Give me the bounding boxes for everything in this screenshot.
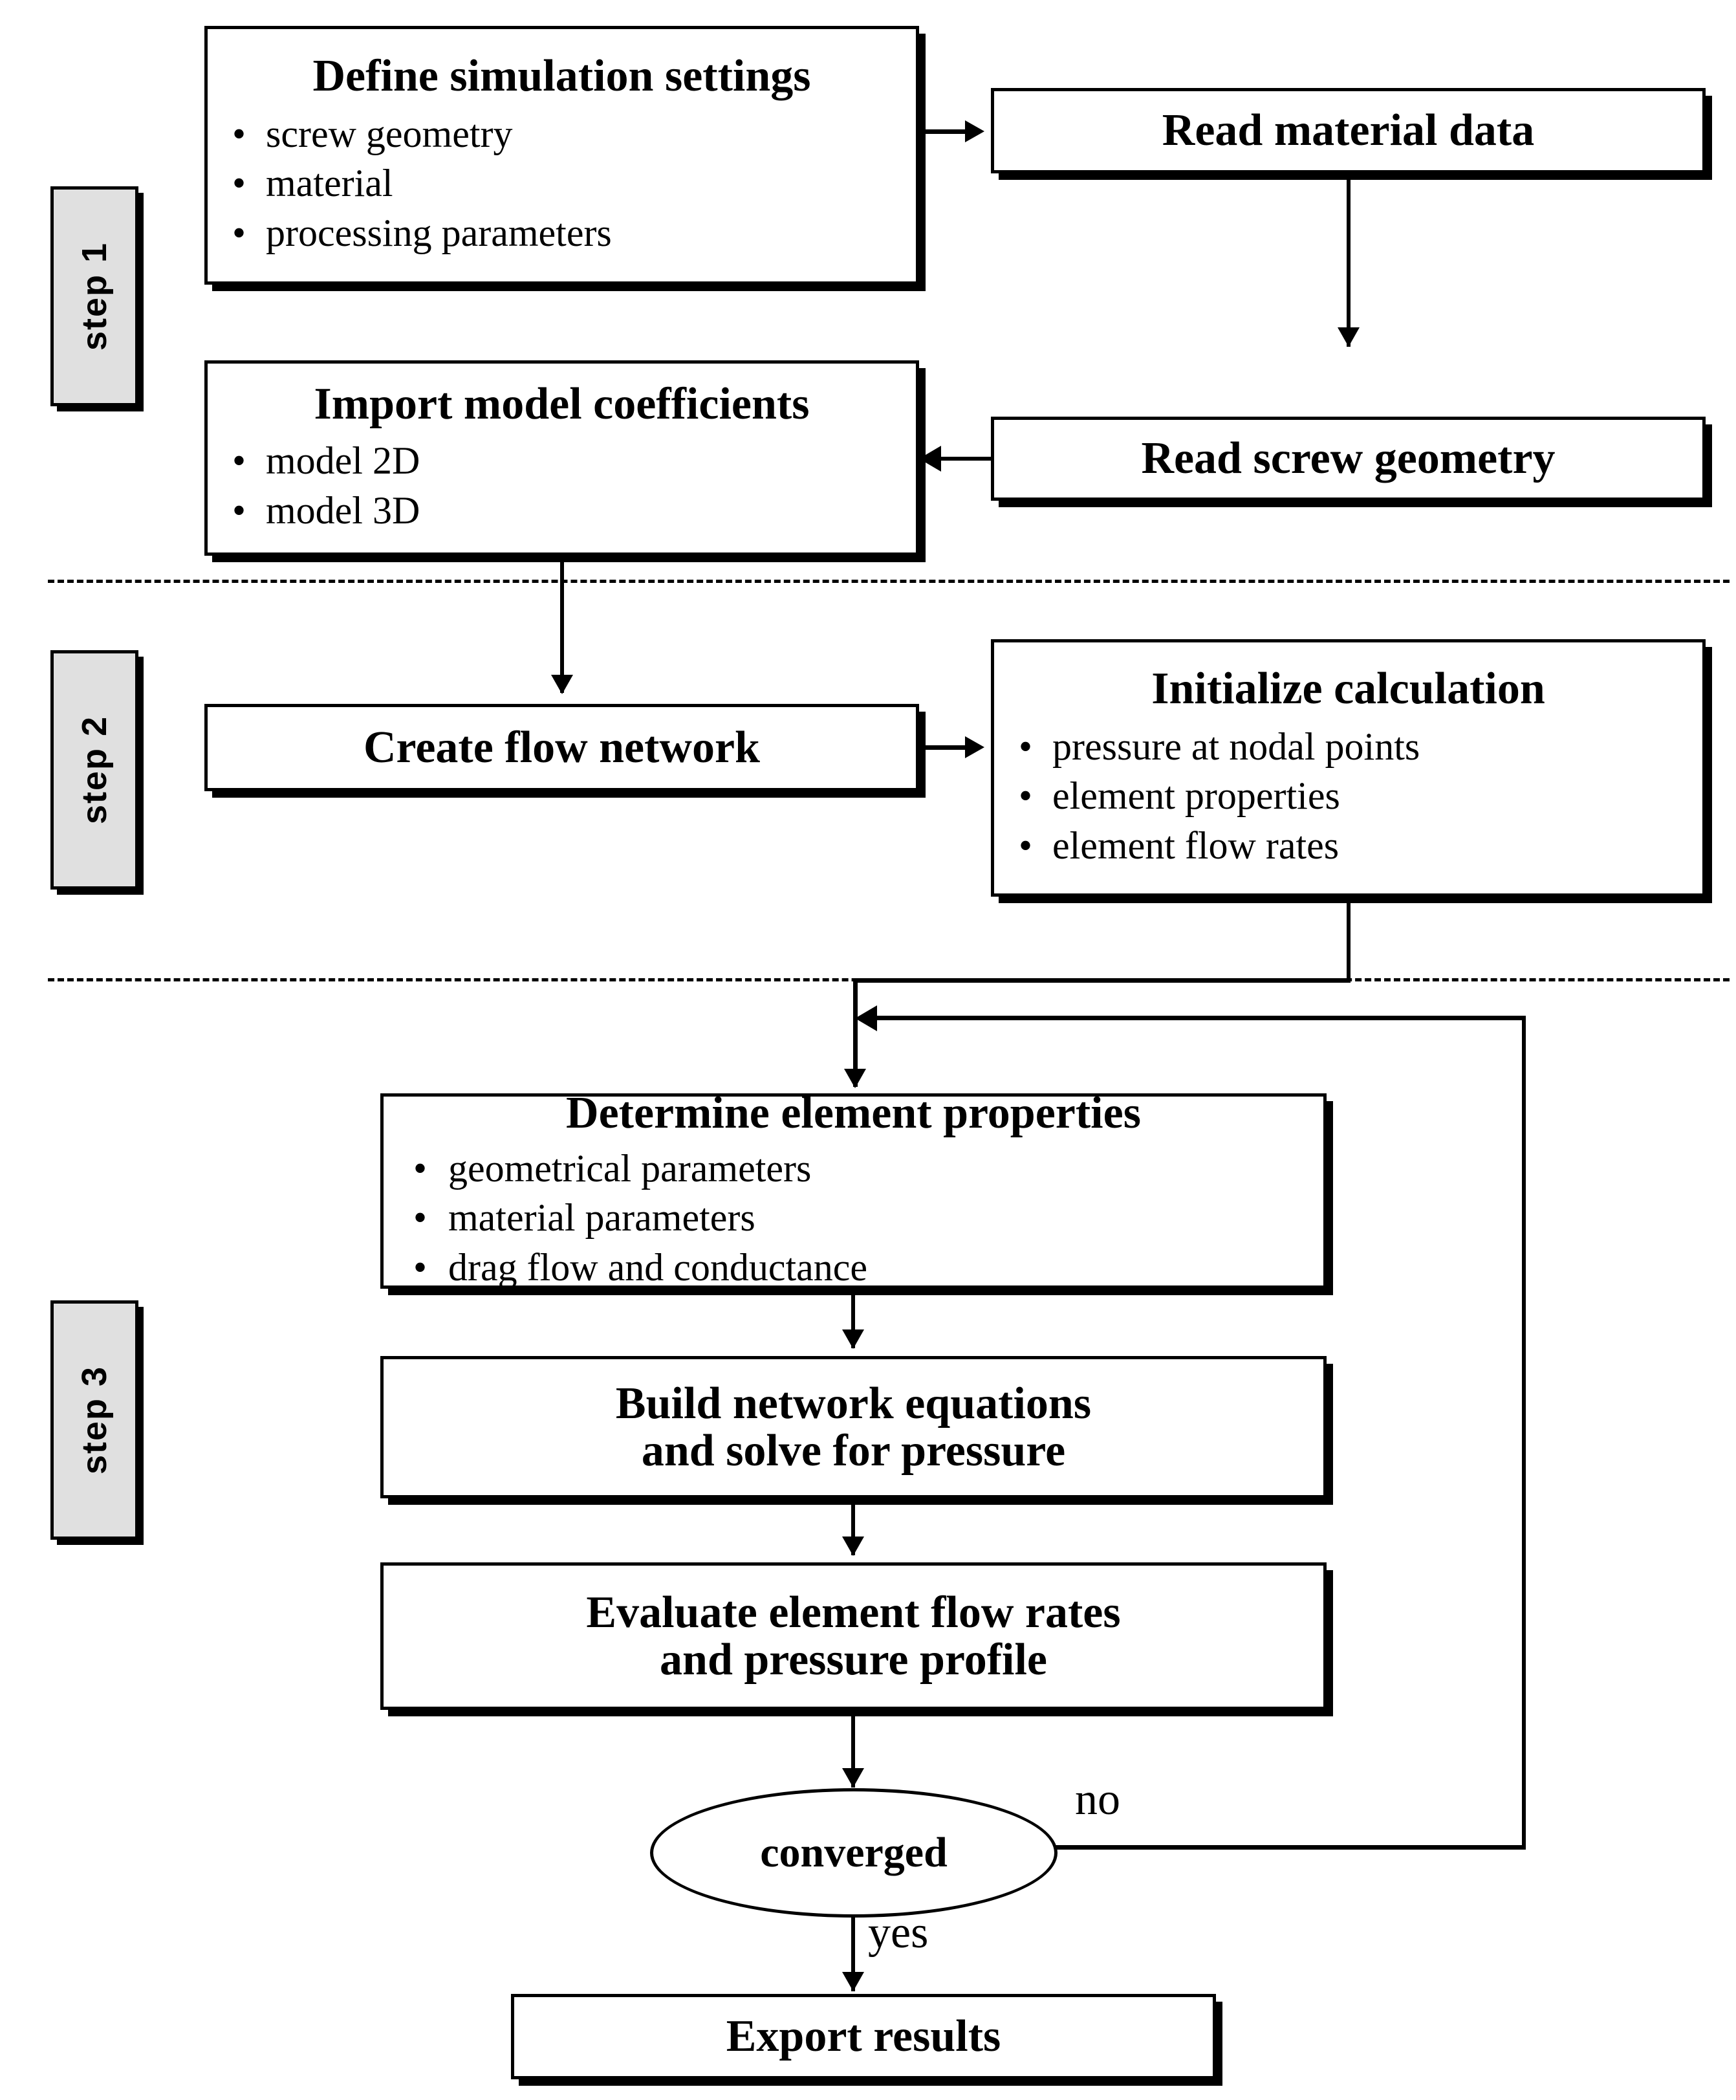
arrowhead-down-icon bbox=[842, 1537, 864, 1556]
list-item-label: material parameters bbox=[448, 1196, 755, 1240]
node-title: Initialize calculation bbox=[1151, 664, 1545, 714]
list-item: • element properties bbox=[1019, 771, 1686, 821]
arrowhead-down-icon bbox=[551, 675, 573, 694]
node-title-line1: Build network equations bbox=[615, 1378, 1092, 1428]
list-item-label: screw geometry bbox=[266, 112, 513, 155]
node-define-simulation-settings[interactable]: Define simulation settings • screw geome… bbox=[204, 26, 919, 285]
step-marker-2: step 2 bbox=[50, 650, 138, 890]
edge-network-to-initialize bbox=[919, 745, 971, 750]
edge-settings-to-material bbox=[919, 129, 971, 134]
list-item: • screw geometry bbox=[232, 109, 899, 159]
list-item-label: element flow rates bbox=[1052, 824, 1340, 868]
node-bullet-list: • screw geometry • material • processing… bbox=[224, 109, 899, 258]
bullet-icon: • bbox=[232, 112, 246, 155]
step-marker-2-label: step 2 bbox=[75, 715, 114, 825]
list-item: • geometrical parameters bbox=[413, 1144, 1304, 1194]
list-item: • drag flow and conductance bbox=[413, 1243, 1304, 1293]
arrowhead-down-icon bbox=[844, 1069, 866, 1088]
node-evaluate-flow-rates[interactable]: Evaluate element flow rates and pressure… bbox=[380, 1562, 1327, 1710]
step-marker-1-label: step 1 bbox=[75, 241, 114, 351]
list-item: • material parameters bbox=[413, 1193, 1304, 1243]
list-item-label: processing parameters bbox=[266, 212, 612, 255]
node-title: Define simulation settings bbox=[312, 51, 811, 102]
bullet-icon: • bbox=[232, 212, 246, 255]
node-read-screw-geometry[interactable]: Read screw geometry bbox=[991, 417, 1706, 501]
node-bullet-list: • pressure at nodal points • element pro… bbox=[1011, 722, 1686, 871]
edge-converged-yes bbox=[851, 1915, 855, 1991]
arrowhead-right-icon bbox=[965, 120, 984, 142]
node-import-model-coefficients[interactable]: Import model coefficients • model 2D • m… bbox=[204, 360, 919, 556]
edge-initialize-left bbox=[853, 978, 1351, 983]
bullet-icon: • bbox=[232, 162, 246, 205]
edge-import-to-network bbox=[560, 556, 564, 693]
list-item: • model 2D bbox=[232, 436, 899, 486]
arrowhead-left-icon bbox=[919, 446, 941, 472]
bullet-icon: • bbox=[1019, 725, 1033, 768]
list-item-label: element properties bbox=[1052, 774, 1340, 818]
arrowhead-left-icon bbox=[855, 1005, 877, 1031]
node-converged-decision[interactable]: converged bbox=[650, 1788, 1058, 1918]
node-bullet-list: • model 2D • model 3D bbox=[224, 436, 899, 536]
list-item-label: model 2D bbox=[266, 439, 420, 482]
list-item: • material bbox=[232, 159, 899, 208]
bullet-icon: • bbox=[232, 488, 246, 532]
arrowhead-down-icon bbox=[1338, 327, 1360, 347]
edge-no-return-horizontal bbox=[877, 1016, 1525, 1020]
arrowhead-down-icon bbox=[842, 1329, 864, 1349]
edge-evaluate-to-converged bbox=[851, 1710, 855, 1788]
bullet-icon: • bbox=[1019, 774, 1033, 818]
node-determine-element-properties[interactable]: Determine element properties • geometric… bbox=[380, 1089, 1327, 1289]
node-build-network-equations[interactable]: Build network equations and solve for pr… bbox=[380, 1356, 1327, 1498]
list-item: • model 3D bbox=[232, 486, 899, 536]
node-title: Read screw geometry bbox=[1141, 433, 1556, 484]
step-marker-3-label: step 3 bbox=[75, 1365, 114, 1475]
list-item-label: material bbox=[266, 162, 393, 205]
edge-screw-to-import bbox=[941, 457, 993, 461]
arrowhead-right-icon bbox=[965, 736, 984, 758]
node-export-results[interactable]: Export results bbox=[511, 1994, 1216, 2079]
step-marker-3: step 3 bbox=[50, 1300, 138, 1540]
list-item-label: model 3D bbox=[266, 488, 420, 532]
node-bullet-list: • geometrical parameters • material para… bbox=[403, 1144, 1304, 1293]
divider-step1-step2 bbox=[48, 580, 1730, 583]
node-title: Create flow network bbox=[363, 722, 760, 772]
edge-label-yes: yes bbox=[868, 1908, 929, 1958]
list-item: • element flow rates bbox=[1019, 821, 1686, 871]
converged-label: converged bbox=[760, 1829, 948, 1876]
node-title: Export results bbox=[726, 2011, 1001, 2062]
list-item: • pressure at nodal points bbox=[1019, 722, 1686, 772]
list-item-label: drag flow and conductance bbox=[448, 1246, 868, 1289]
bullet-icon: • bbox=[413, 1196, 428, 1240]
edge-build-to-evaluate bbox=[851, 1498, 855, 1555]
list-item-label: pressure at nodal points bbox=[1052, 725, 1420, 768]
edge-label-no: no bbox=[1075, 1775, 1120, 1824]
bullet-icon: • bbox=[232, 439, 246, 482]
node-title-line2: and solve for pressure bbox=[641, 1426, 1066, 1476]
edge-converged-no bbox=[1054, 1845, 1526, 1850]
node-title: Read material data bbox=[1162, 105, 1535, 156]
node-title: Import model coefficients bbox=[314, 379, 810, 430]
edge-determine-to-build bbox=[851, 1289, 855, 1348]
node-title-line2: and pressure profile bbox=[660, 1635, 1047, 1685]
arrowhead-down-icon bbox=[842, 1972, 864, 1991]
arrowhead-down-icon bbox=[842, 1768, 864, 1788]
node-initialize-calculation[interactable]: Initialize calculation • pressure at nod… bbox=[991, 639, 1706, 897]
bullet-icon: • bbox=[413, 1246, 428, 1289]
list-item: • processing parameters bbox=[232, 208, 899, 258]
node-title-line1: Evaluate element flow rates bbox=[586, 1587, 1121, 1637]
node-create-flow-network[interactable]: Create flow network bbox=[204, 704, 919, 791]
node-read-material-data[interactable]: Read material data bbox=[991, 88, 1706, 173]
bullet-icon: • bbox=[1019, 824, 1033, 868]
step-marker-1: step 1 bbox=[50, 186, 138, 406]
node-title: Determine element properties bbox=[566, 1088, 1141, 1139]
edge-initialize-down bbox=[1347, 897, 1351, 981]
list-item-label: geometrical parameters bbox=[448, 1146, 812, 1190]
edge-material-to-screw bbox=[1347, 173, 1351, 347]
bullet-icon: • bbox=[413, 1146, 428, 1190]
edge-into-determine bbox=[853, 978, 858, 1087]
edge-no-return-vertical bbox=[1522, 1016, 1526, 1848]
